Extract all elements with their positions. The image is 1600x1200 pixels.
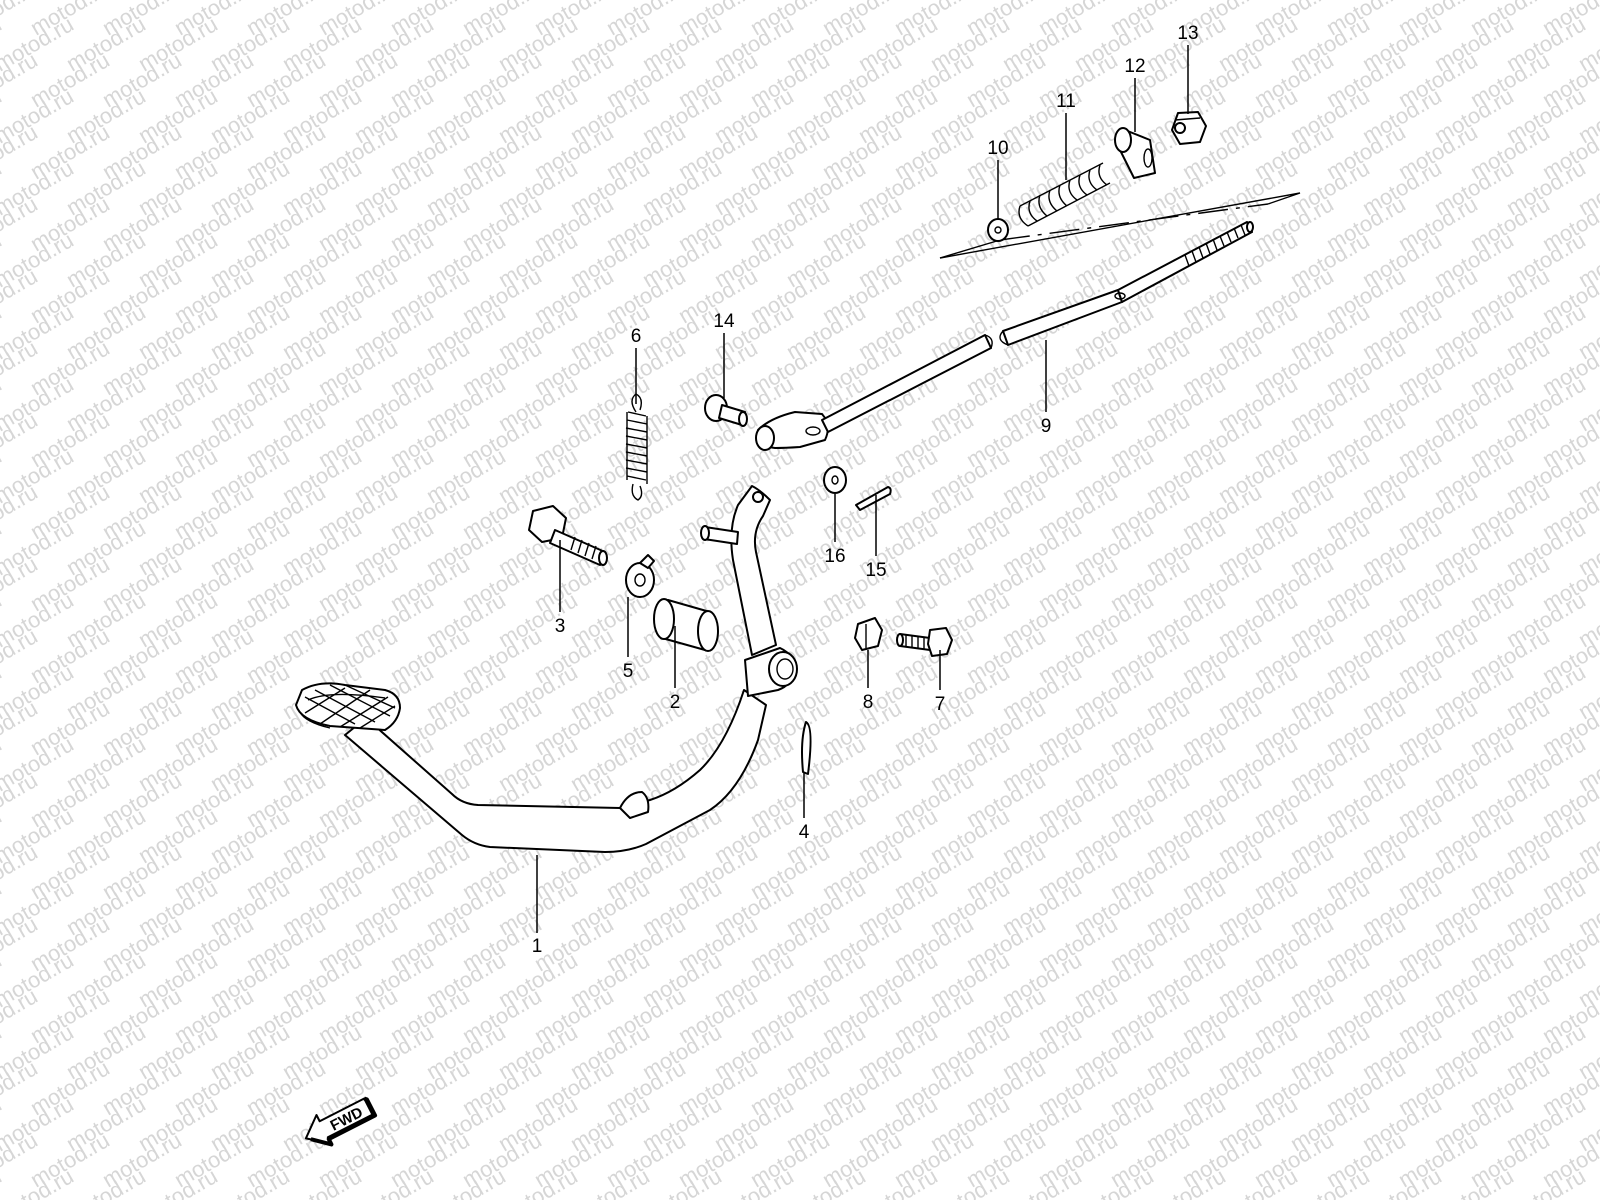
callout-4: 4: [799, 822, 810, 843]
callout-8: 8: [863, 692, 874, 713]
callout-1: 1: [532, 936, 543, 957]
callout-16: 16: [824, 546, 845, 567]
part-4-split-pin: [801, 721, 812, 775]
part-13-nut: [1171, 111, 1207, 145]
callout-12: 12: [1124, 56, 1145, 77]
callout-14: 14: [713, 311, 735, 332]
callout-2: 2: [670, 692, 681, 713]
callout-11: 11: [1056, 91, 1076, 112]
callout-10: 10: [987, 138, 1008, 159]
part-10-washer: [987, 218, 1009, 242]
callout-15: 15: [865, 560, 886, 581]
part-16-washer: [823, 466, 847, 494]
callout-7: 7: [935, 694, 946, 715]
callout-5: 5: [623, 661, 634, 682]
callout-3: 3: [555, 616, 566, 637]
callout-6: 6: [631, 326, 642, 347]
part-8-nut: [854, 617, 883, 651]
callout-13: 13: [1177, 23, 1198, 44]
callout-9: 9: [1041, 416, 1052, 437]
watermark-text: motod.ru: [1574, 0, 1600, 4]
